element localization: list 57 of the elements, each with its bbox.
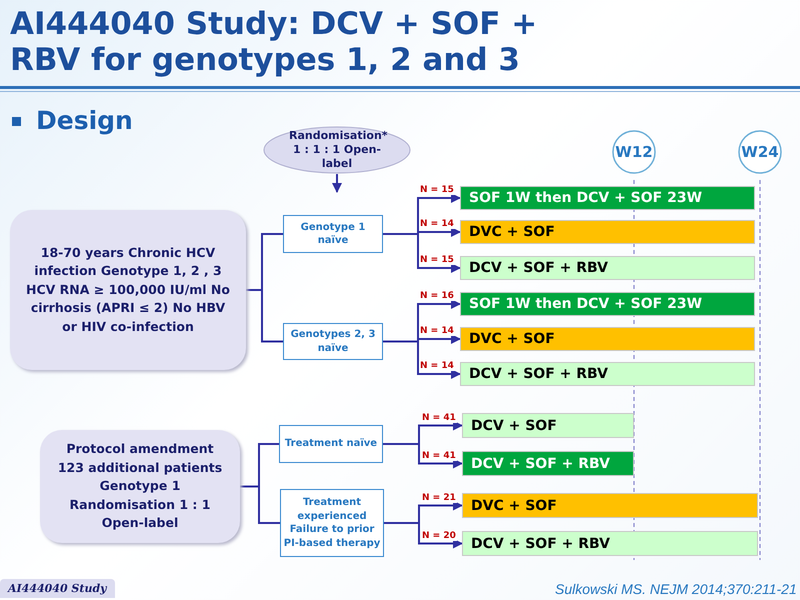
edge-label: N = 41: [421, 450, 457, 460]
node-text: 18-70 years Chronic HCV infection Genotype 1, 2 , 3 HCV RNA ≥ 100,000 IU/ml No cirrhosis (APRI ≤ 2) No HBV or HIV co-infection: [25, 244, 231, 336]
treatment-arm-bar: [462, 413, 634, 438]
arm-label: SOF 1W then DCV + SOF 23W: [469, 190, 702, 206]
connector-arrow: [383, 443, 463, 468]
week-marker-circle: [612, 130, 656, 174]
node-text: Genotype 1 naïve: [300, 220, 366, 248]
edge-label: N = 21: [421, 492, 457, 502]
group-box: [279, 425, 383, 463]
treatment-arm-bar: [460, 327, 755, 351]
treatment-arm-bar: [460, 362, 755, 386]
edge-label: N = 14: [419, 219, 455, 229]
arm-label: SOF 1W then DCV + SOF 23W: [469, 296, 702, 312]
edge-label: N = 16: [419, 291, 455, 301]
treatment-arm-bar: [462, 493, 758, 518]
edge-label: N = 15: [419, 185, 455, 195]
connector-arrow: [384, 522, 463, 548]
treatment-arm-bar: [460, 220, 755, 244]
footer-tab: AI444040 Study: [0, 579, 115, 598]
node-text: W24: [741, 143, 779, 161]
group-box: [283, 215, 383, 253]
section-heading: Design: [36, 106, 133, 135]
group-box: [280, 489, 384, 557]
node-text: Protocol amendment 123 additional patients Genotype 1 Randomisation 1 : 1 Open-label: [56, 440, 224, 532]
edge-label: N = 14: [419, 361, 455, 371]
treatment-arm-bar: [460, 292, 755, 316]
randomisation-ellipse: [263, 126, 411, 174]
criteria-box: [40, 430, 240, 543]
arm-label: DCV + SOF + RBV: [469, 366, 608, 382]
node-text: W12: [615, 143, 653, 161]
node-text: Treatment naïve: [284, 437, 378, 451]
treatment-arm-bar: [462, 451, 634, 476]
connector-arrow: [332, 174, 342, 193]
edge-label: N = 14: [419, 326, 455, 336]
edge-label: N = 20: [421, 530, 457, 540]
node-text: Treatment experienced Failure to prior PI-based therapy: [283, 496, 381, 550]
arm-label: DCV + SOF: [471, 418, 557, 434]
connector-arrow: [383, 340, 461, 379]
node-text: Randomisation* 1 : 1 : 1 Open-label: [289, 129, 385, 171]
edge-label: N = 15: [419, 255, 455, 265]
criteria-box: [10, 210, 246, 370]
arm-label: DCV + SOF + RBV: [471, 456, 610, 472]
treatment-arm-bar: [460, 186, 755, 210]
edge-label: N = 41: [421, 412, 457, 422]
connector-arrow: [383, 233, 461, 273]
group-box: [283, 323, 383, 360]
arm-label: DCV + SOF + RBV: [471, 536, 610, 552]
week-marker-circle: [738, 130, 782, 174]
treatment-arm-bar: [460, 256, 755, 280]
arm-label: DCV + SOF + RBV: [469, 260, 608, 276]
citation: Sulkowski MS. NEJM 2014;370:211-21: [555, 581, 797, 597]
arm-label: DVC + SOF: [471, 498, 557, 514]
node-text: Genotypes 2, 3 naïve: [290, 328, 376, 355]
treatment-arm-bar: [462, 531, 758, 556]
title: AI444040 Study: DCV + SOF + RBV for genotypes 1, 2 and 3: [10, 6, 538, 78]
arm-label: DVC + SOF: [469, 331, 555, 347]
arm-label: DVC + SOF: [469, 224, 555, 240]
